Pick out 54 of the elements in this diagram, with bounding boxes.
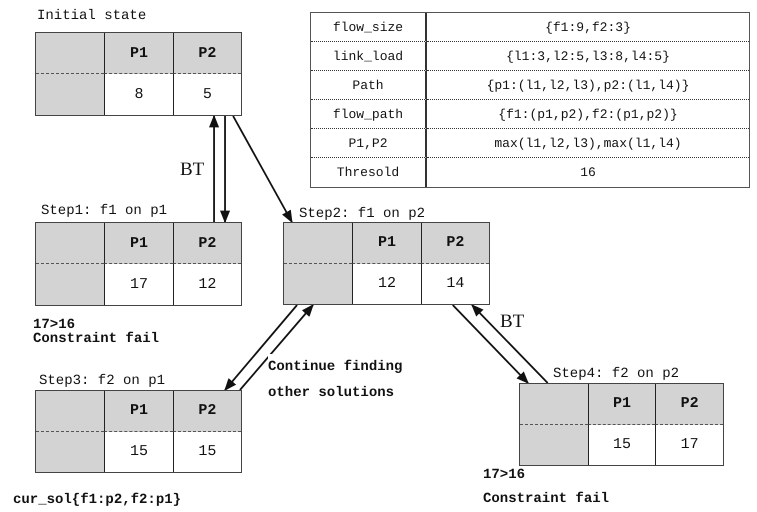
arrow — [239, 304, 314, 391]
column-header: P2 — [172, 223, 241, 264]
arrow — [224, 304, 298, 391]
load-value: 14 — [420, 264, 489, 304]
column-header: P2 — [172, 391, 241, 432]
result-note: cur_sol{f1:p2,f2:p1} — [13, 492, 182, 508]
arrow — [209, 114, 220, 222]
row-label: P1,P2 — [311, 129, 427, 158]
step-heading: Initial state — [37, 8, 146, 24]
load-value: 15 — [172, 432, 241, 472]
step-heading: Step2: f1 on p2 — [299, 206, 426, 222]
row-label: Path — [311, 71, 427, 100]
column-header: P2 — [420, 223, 489, 264]
state-table — [35, 373, 242, 473]
result-note: 17>16 — [483, 467, 526, 483]
load-value: 8 — [104, 74, 173, 115]
arrow — [220, 116, 230, 224]
table-cell: {f1:9,f2:3} — [427, 13, 749, 42]
column-header: P1 — [588, 384, 656, 424]
column-header: P1 — [352, 223, 421, 264]
column-header: P1 — [104, 33, 173, 74]
step-heading: Step1: f1 on p1 — [41, 203, 168, 219]
table-cell: max(l1,l2,l3),max(l1,l4) — [427, 129, 749, 158]
arrow — [452, 304, 529, 384]
state-table — [519, 366, 724, 466]
load-value: 17 — [655, 424, 723, 465]
row-label: link_load — [311, 42, 427, 71]
column-header: P1 — [104, 391, 173, 432]
arrow — [471, 304, 548, 384]
table-cell-text: 16 — [579, 164, 597, 182]
step-heading: Step3: f2 on p1 — [39, 373, 166, 389]
step-heading: Step4: f2 on p2 — [553, 366, 680, 382]
load-value: 12 — [352, 264, 421, 304]
result-note: Constraint fail — [483, 491, 610, 507]
row-label: Thresold — [311, 158, 427, 187]
table-cell: {p1:(l1,l2,l3),p2:(l1,l4)} — [427, 71, 749, 100]
arrow — [232, 116, 293, 224]
row-label: flow_path — [311, 100, 427, 129]
load-value: 15 — [588, 424, 656, 465]
state-table — [283, 206, 490, 305]
table-cell: {f1:(p1,p2),f2:(p1,p2)} — [427, 100, 749, 129]
column-header: P1 — [104, 223, 173, 264]
result-note: Constraint fail — [33, 331, 160, 347]
row-label: flow_size — [311, 13, 427, 42]
column-header: P2 — [655, 384, 723, 424]
state-table — [35, 203, 242, 306]
load-value: 17 — [104, 264, 173, 305]
load-value: 15 — [104, 432, 173, 472]
result-note: 17>16 — [33, 317, 76, 333]
state-table — [35, 8, 242, 116]
load-value: 12 — [172, 264, 241, 305]
column-header: P2 — [172, 33, 241, 74]
load-value: 5 — [172, 74, 241, 115]
table-cell: {l1:3,l2:5,l3:8,l4:5} — [427, 42, 749, 71]
